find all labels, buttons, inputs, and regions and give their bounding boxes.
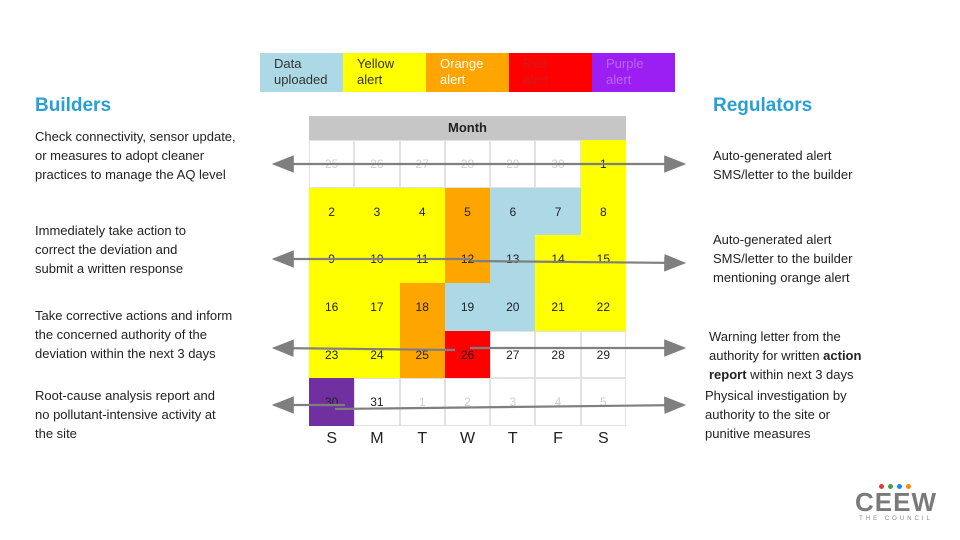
alert-legend: Data uploaded Yellow alert Orange alert … (260, 53, 675, 92)
calendar-day-cell: 3 (354, 187, 400, 236)
calendar-day-cell: 29 (490, 140, 536, 188)
calendar-day-cell: 17 (354, 283, 400, 331)
calendar-day-cell: 6 (490, 187, 536, 236)
calendar-day-cell: 13 (490, 235, 536, 284)
calendar-day-cell: 4 (535, 378, 581, 427)
calendar-day-cell: 12 (444, 235, 491, 284)
calendar-day-cell: 14 (535, 235, 581, 284)
legend-data-uploaded: Data uploaded (260, 53, 343, 92)
legend-purple-alert: Purple alert (592, 53, 675, 92)
ceew-logo: CEEW THE COUNCIL (853, 484, 939, 522)
calendar-day-cell: 15 (580, 235, 626, 284)
builder-action-data-uploaded: Check connectivity, sensor update, or me… (35, 129, 236, 182)
logo-dot (888, 484, 893, 489)
calendar-day-cell: 9 (309, 235, 355, 284)
calendar-day-cell: 11 (399, 235, 445, 284)
builder-action-red: Take corrective actions and inform the c… (35, 308, 233, 361)
regulator-response-yellow: Auto-generated alert SMS/letter to the b… (713, 148, 853, 182)
logo-subtitle: THE COUNCIL (859, 516, 933, 522)
warning-text-3: within next 3 days (746, 367, 854, 382)
logo-wordmark: CEEW (855, 487, 937, 517)
builder-action-purple: Root-cause analysis report and no pollut… (35, 388, 216, 441)
calendar-day-cell: 25 (309, 140, 355, 188)
logo-dot (897, 484, 902, 489)
calendar-day-cell: 24 (354, 330, 400, 379)
calendar-day-cell: 7 (535, 187, 581, 236)
weekday-label: T (507, 430, 518, 447)
legend-yellow-alert: Yellow alert (343, 53, 426, 92)
calendar-day-cell: 1 (580, 140, 626, 188)
calendar-day-cell: 28 (444, 140, 491, 188)
calendar-day-cell: 26 (354, 140, 400, 188)
regulator-response-orange: Auto-generated alert SMS/letter to the b… (713, 232, 853, 285)
regulator-response-purple: Physical investigation by authority to t… (705, 388, 847, 441)
weekday-label: F (553, 430, 563, 447)
calendar-day-cell: 19 (444, 283, 491, 331)
calendar-day-cell: 18 (399, 283, 445, 331)
logo-dot (879, 484, 884, 489)
calendar-day-cell: 23 (309, 330, 355, 379)
weekday-label: S (326, 430, 337, 447)
warning-text-1: Warning letter from the authority for wr… (709, 329, 841, 363)
calendar-day-cell: 1 (399, 378, 445, 427)
weekday-label: W (459, 430, 476, 447)
builder-action-orange: Immediately take action to correct the d… (35, 223, 187, 276)
legend-red-alert: Red alert (509, 53, 592, 92)
calendar-day-cell: 30 (309, 378, 355, 427)
regulator-response-red: Warning letter from the authority for wr… (709, 308, 861, 384)
calendar-day-cell: 10 (354, 235, 400, 284)
calendar-month-header: Month (309, 116, 626, 140)
logo-dot (906, 484, 911, 489)
regulators-title: Regulators (713, 95, 813, 116)
calendar-day-cell: 28 (535, 330, 581, 379)
calendar-day-cell: 20 (490, 283, 536, 331)
calendar-day-cell: 4 (399, 187, 445, 236)
calendar-day-cell: 22 (580, 283, 626, 331)
calendar-day-cell: 2 (444, 378, 491, 427)
calendar-day-cell: 27 (399, 140, 445, 188)
calendar-day-cell: 27 (490, 330, 536, 379)
legend-orange-alert: Orange alert (426, 53, 509, 92)
calendar-day-cell: 29 (580, 330, 626, 379)
weekday-label: T (417, 430, 428, 447)
logo-dots (853, 484, 939, 490)
calendar-day-cell: 16 (309, 283, 355, 331)
calendar-day-cell: 5 (580, 378, 626, 427)
calendar-day-cell: 25 (399, 330, 445, 379)
calendar-day-cell: 2 (309, 187, 355, 236)
calendar-day-cell: 21 (535, 283, 581, 331)
calendar-day-cell: 26 (444, 330, 491, 379)
weekday-label: S (598, 430, 609, 447)
calendar-day-cell: 8 (580, 187, 626, 236)
weekday-label: M (370, 430, 384, 447)
warning-text-bold: action report (709, 348, 862, 382)
calendar-day-cell: 30 (535, 140, 581, 188)
calendar-day-cell: 31 (354, 378, 400, 427)
builders-title: Builders (35, 95, 112, 116)
calendar-day-cell: 5 (444, 187, 491, 236)
calendar-day-cell: 3 (490, 378, 536, 427)
